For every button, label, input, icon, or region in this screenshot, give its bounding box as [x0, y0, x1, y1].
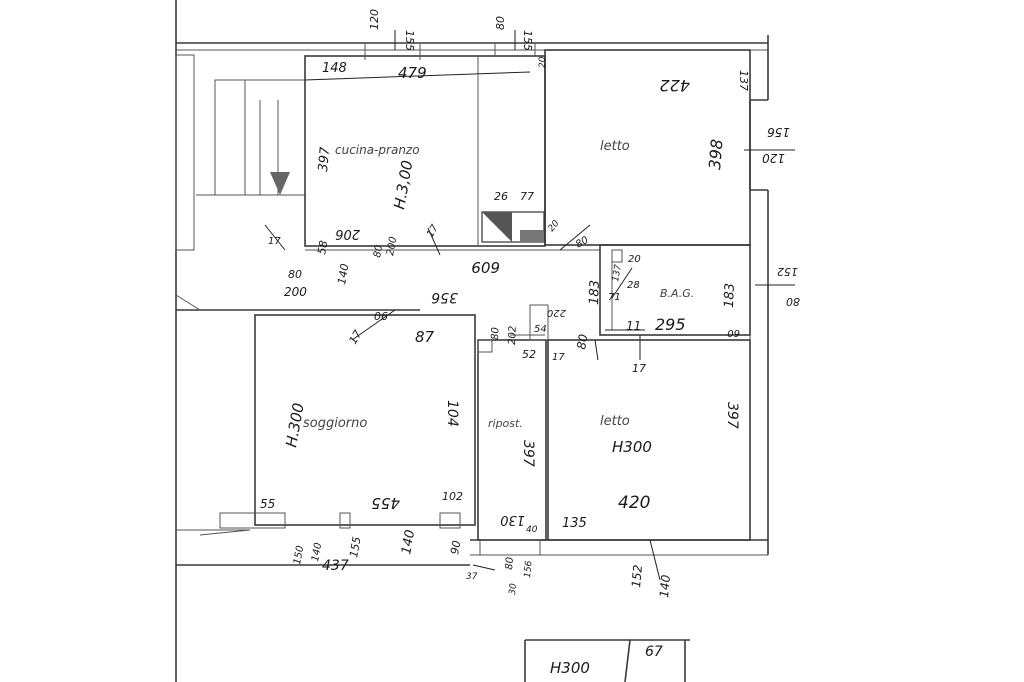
height-label-cucina: H.3,00: [390, 159, 416, 211]
room-label-ripostiglio: ripost.: [488, 417, 523, 430]
dim-200-hall: 200: [284, 285, 307, 299]
dim-54: 54: [534, 324, 547, 335]
dim-102: 102: [442, 490, 463, 503]
dim-140-bottom-left: 140: [310, 542, 324, 563]
dim-202: 202: [507, 326, 519, 345]
dim-80-closet: 80: [490, 327, 501, 340]
dim-295: 295: [655, 315, 686, 334]
dim-183b: 183: [722, 283, 738, 308]
dim-150: 150: [292, 545, 306, 566]
dim-17-kitchen: 17: [425, 222, 441, 239]
dim-200-kitchen: 200: [385, 236, 399, 257]
room-label-letto-1: letto: [600, 139, 630, 154]
bedroom2-walls: [547, 339, 751, 541]
chimney-shaft: [481, 211, 545, 243]
room-label-letto-2: letto: [600, 414, 630, 429]
stair-arrow: [270, 172, 290, 195]
dim-77: 77: [520, 190, 534, 203]
dim-140-hall: 140: [335, 263, 351, 286]
dim-40: 40: [526, 525, 538, 535]
dim-398: 398: [705, 138, 727, 170]
room-label-bagno: B.A.G.: [660, 287, 694, 300]
dim-80-hall: 80: [288, 268, 302, 281]
dim-140-bottom: 140: [399, 529, 418, 556]
dim-206: 206: [335, 226, 360, 241]
dim-422: 422: [659, 76, 690, 95]
dim-156-right: 156: [767, 125, 790, 139]
dim-80-kitchen: 80: [372, 244, 385, 258]
dim-130: 130: [500, 512, 525, 527]
dim-55: 55: [260, 497, 275, 511]
dim-top-120: 120: [368, 9, 381, 30]
height-label-letto-2: H300: [612, 438, 652, 456]
height-label-soggiorno: H.300: [282, 402, 307, 449]
dim-397-closet: 397: [520, 440, 536, 467]
living-room-walls: [254, 314, 476, 526]
dim-30: 30: [508, 583, 519, 596]
dim-80-right: 80: [786, 295, 800, 308]
dim-137: 137: [737, 70, 750, 91]
dim-20-mid: 20: [547, 219, 562, 234]
dim-11: 11: [626, 319, 641, 333]
dim-20-top: 20: [538, 56, 548, 68]
dim-137-bath: 137: [611, 264, 624, 283]
dim-top-155b: 155: [521, 30, 534, 51]
dim-58: 58: [315, 239, 330, 255]
dim-top-80: 80: [494, 16, 507, 30]
dim-17-bedroom: 17: [632, 362, 646, 375]
dim-455: 455: [371, 494, 400, 512]
walls: [175, 0, 769, 682]
dim-20-bath: 20: [628, 254, 641, 265]
dim-top-155a: 155: [403, 30, 416, 51]
dim-152-bottom: 152: [629, 564, 645, 588]
dim-67: 67: [645, 644, 663, 660]
dim-397-right: 397: [724, 402, 740, 429]
dim-80-bottom: 80: [504, 557, 516, 571]
dim-17-left: 17: [268, 236, 281, 247]
dim-156-bottom: 156: [523, 560, 534, 578]
dimension-lines: [264, 30, 795, 581]
dim-104: 104: [444, 400, 460, 427]
dim-80-mid: 80: [574, 235, 591, 251]
dim-479: 479: [398, 64, 427, 82]
stair-wall: [175, 54, 195, 251]
room-label-cucina: cucina-pranzo: [335, 143, 420, 157]
dim-26: 26: [494, 190, 508, 203]
dim-17-hall: 17: [346, 328, 364, 347]
dim-155-bottom: 155: [347, 536, 363, 559]
dim-90-hall: 90: [374, 309, 388, 322]
dim-356: 356: [431, 289, 458, 305]
dim-152: 152: [777, 265, 798, 278]
bathroom-walls: [599, 244, 751, 336]
dim-420: 420: [618, 493, 650, 513]
dim-28: 28: [627, 280, 640, 291]
dim-80-bedroom: 80: [574, 333, 591, 351]
room-label-soggiorno: soggiorno: [303, 416, 367, 431]
dim-90-bottom: 90: [448, 539, 463, 555]
room-labels: cucina-pranzo letto B.A.G. soggiorno rip…: [303, 139, 694, 431]
dim-609: 609: [471, 258, 500, 276]
dim-135: 135: [562, 516, 587, 531]
dim-148: 148: [322, 61, 347, 76]
dim-437: 437: [322, 558, 349, 574]
dim-17-closet: 17: [552, 352, 565, 363]
dim-220: 220: [547, 307, 566, 318]
title-block-height: H300: [550, 659, 590, 677]
dim-60: 60: [727, 327, 740, 338]
dim-183a: 183: [587, 280, 603, 305]
dim-140-bottom-right: 140: [657, 574, 673, 598]
dim-120-right: 120: [762, 151, 785, 165]
dim-52: 52: [522, 348, 536, 361]
dim-71: 71: [608, 292, 621, 303]
dim-397-kitchen: 397: [316, 146, 333, 173]
dim-87: 87: [415, 328, 435, 346]
dim-37: 37: [466, 572, 478, 582]
